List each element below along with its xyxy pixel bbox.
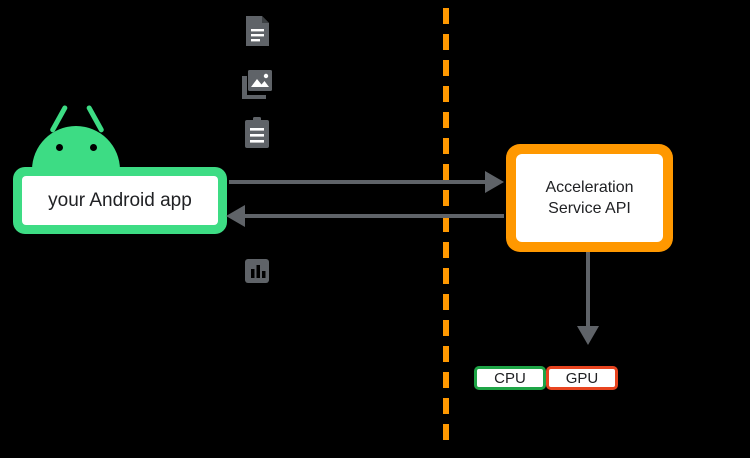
clipboard-icon	[238, 114, 276, 152]
image-icon	[238, 64, 276, 102]
api-node-label-line2: Service API	[548, 200, 631, 217]
api-node-inner: Acceleration Service API	[516, 154, 663, 242]
bar-chart-icon	[238, 252, 276, 290]
android-robot-logo	[24, 98, 128, 170]
gpu-chip: GPU	[546, 366, 618, 390]
android-head-icon	[32, 126, 120, 170]
arrow-api-to-app-head	[226, 205, 245, 227]
cpu-chip-label: CPU	[494, 369, 526, 387]
app-node-label: your Android app	[48, 189, 192, 211]
gpu-chip-label: GPU	[565, 369, 599, 387]
arrow-api-to-hardware-head	[577, 326, 599, 345]
arrow-app-to-api-head	[485, 171, 504, 193]
arrow-api-to-hardware-line	[586, 252, 590, 330]
app-node: your Android app	[13, 167, 227, 234]
app-node-inner: your Android app	[22, 176, 218, 225]
android-eye-left-icon	[56, 144, 63, 151]
api-node: Acceleration Service API	[506, 144, 673, 252]
api-node-label-line1: Acceleration	[545, 179, 634, 196]
process-boundary-dashed-line	[443, 8, 449, 450]
android-eye-right-icon	[90, 144, 97, 151]
arrow-app-to-api-line	[229, 180, 487, 184]
document-icon	[238, 12, 276, 50]
arrow-api-to-app-line	[244, 214, 504, 218]
cpu-chip: CPU	[474, 366, 546, 390]
